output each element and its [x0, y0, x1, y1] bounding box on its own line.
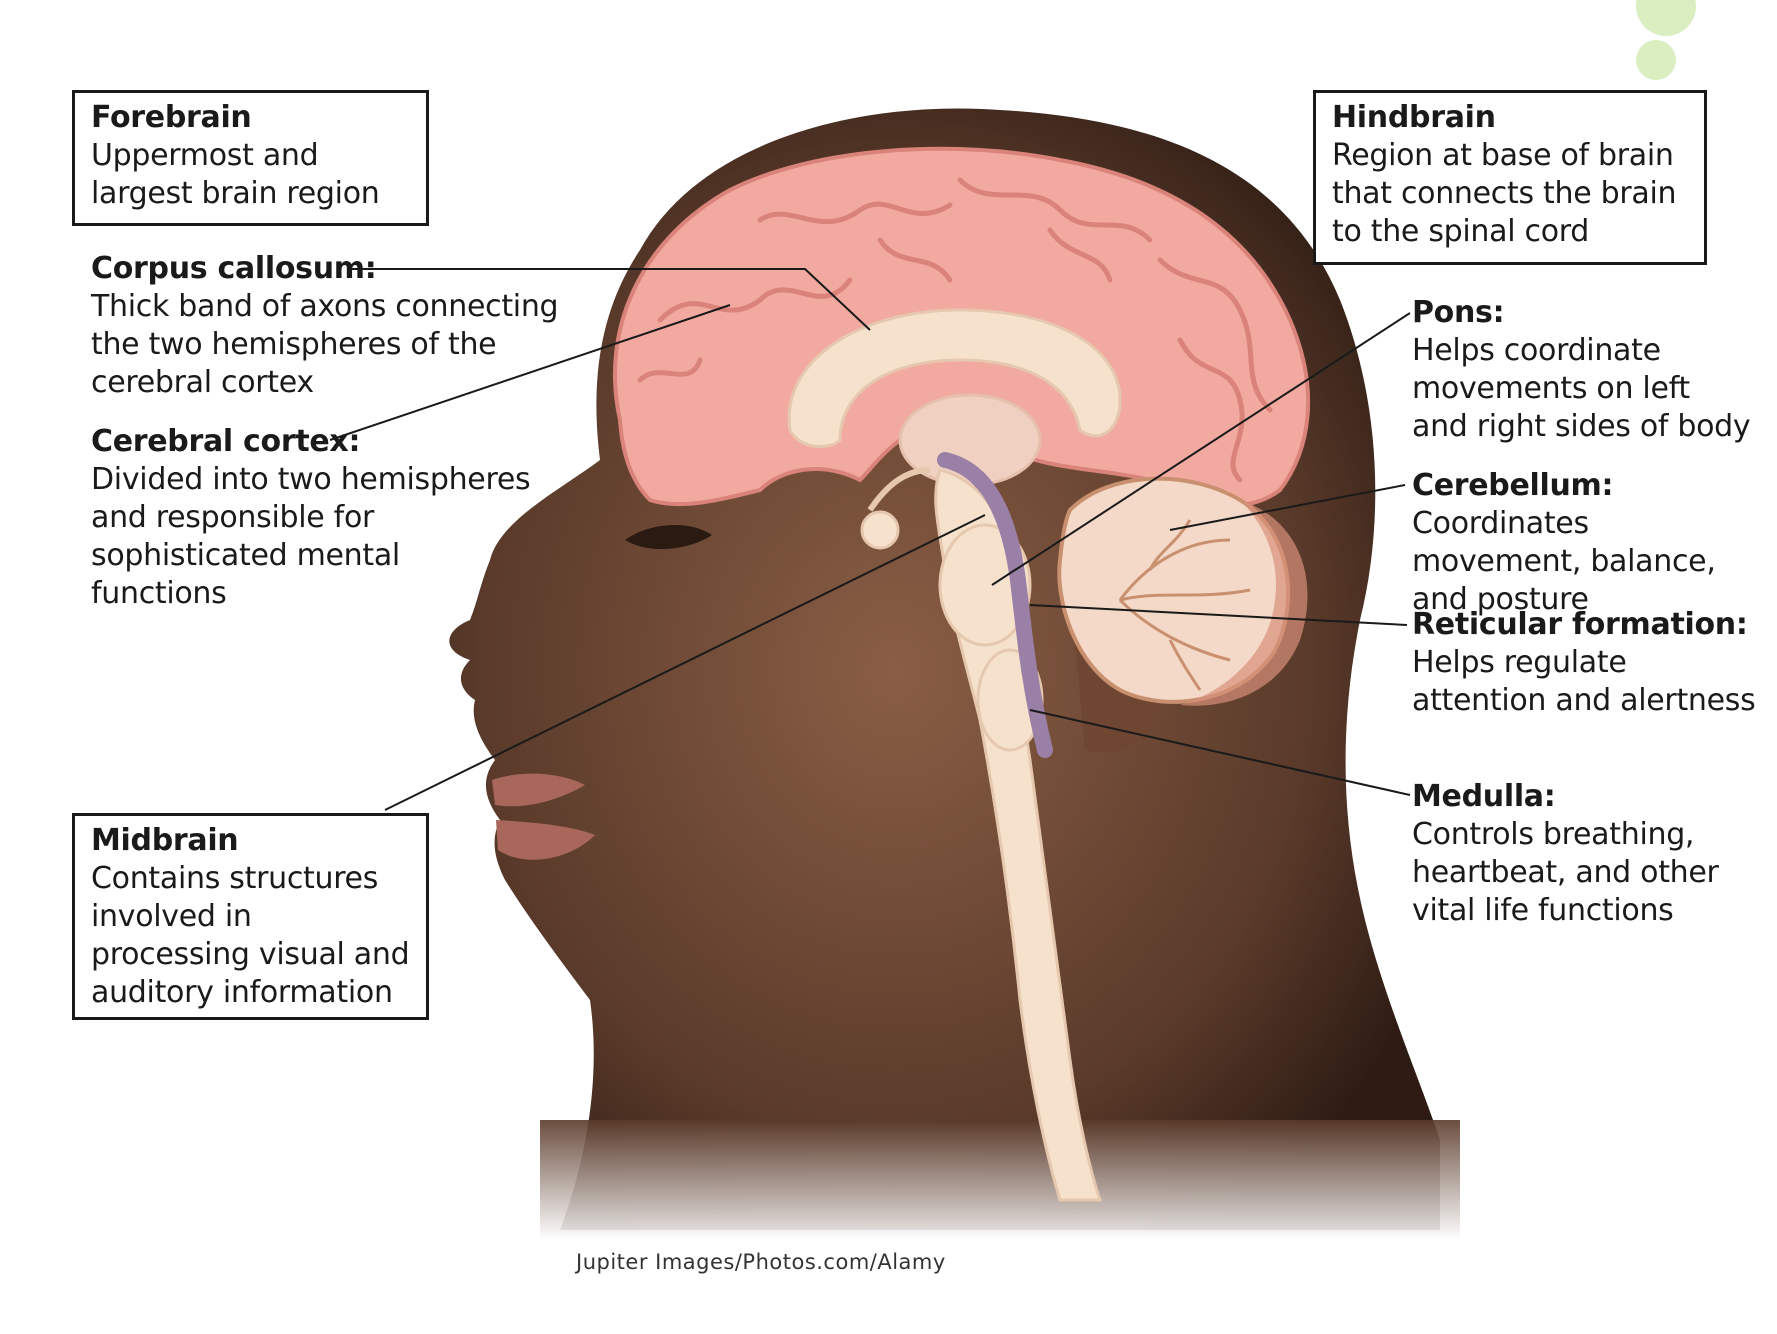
- decorative-dot: [1636, 40, 1676, 80]
- corpus-callosum-desc: Thick band of axons connecting the two h…: [91, 289, 559, 400]
- cerebral-cortex-label: Cerebral cortex: Divided into two hemisp…: [91, 423, 541, 613]
- reticular-formation-label: Reticular formation: Helps regulate atte…: [1412, 606, 1762, 720]
- leader-midbrain: [384, 514, 986, 811]
- reticular-formation-title: Reticular formation:: [1412, 607, 1748, 642]
- midbrain-title: Midbrain: [91, 823, 239, 858]
- cerebellum-title: Cerebellum:: [1412, 468, 1614, 503]
- leader-corpus-callosum: [352, 268, 871, 331]
- neck-fade: [540, 1120, 1460, 1240]
- corpus-callosum-shape: [787, 308, 1122, 449]
- leader-reticular-formation: [1029, 604, 1408, 626]
- corpus-callosum-title: Corpus callosum:: [91, 251, 377, 286]
- forebrain-desc: Uppermost and largest brain region: [91, 138, 380, 211]
- pons-label: Pons: Helps coordinate movements on left…: [1412, 294, 1752, 446]
- leader-pons: [991, 312, 1411, 586]
- leader-lines: [329, 268, 1411, 811]
- forebrain-title: Forebrain: [91, 100, 252, 135]
- corpus-callosum-label: Corpus callosum: Thick band of axons con…: [91, 250, 561, 402]
- hindbrain-desc: Region at base of brain that connects th…: [1332, 138, 1677, 249]
- midbrain-box: Midbrain Contains structures involved in…: [72, 813, 429, 1020]
- hindbrain-title: Hindbrain: [1332, 100, 1496, 135]
- lips: [492, 773, 595, 860]
- cerebellum-outer: [1180, 500, 1308, 706]
- decorative-dot: [1636, 0, 1696, 36]
- optic-stalk: [867, 467, 931, 512]
- pons-title: Pons:: [1412, 295, 1505, 330]
- eye: [625, 524, 712, 550]
- cerebral-cortex-desc: Divided into two hemispheres and respons…: [91, 462, 531, 611]
- leader-cerebral-cortex: [329, 304, 731, 441]
- medulla-desc: Controls breathing, heartbeat, and other…: [1412, 817, 1719, 928]
- medulla-label: Medulla: Controls breathing, heartbeat, …: [1412, 778, 1732, 930]
- leader-cerebellum: [1169, 484, 1406, 531]
- cerebral-cortex-title: Cerebral cortex:: [91, 424, 361, 459]
- reticular-formation-desc: Helps regulate attention and alertness: [1412, 645, 1756, 718]
- pituitary-shape: [860, 510, 900, 550]
- midbrain-desc: Contains structures involved in processi…: [91, 861, 410, 1010]
- cerebellum-desc: Coordinates movement, balance, and postu…: [1412, 506, 1716, 617]
- hindbrain-box: Hindbrain Region at base of brain that c…: [1313, 90, 1707, 265]
- cerebellum-label: Cerebellum: Coordinates movement, balanc…: [1412, 467, 1762, 619]
- medulla-title: Medulla:: [1412, 779, 1556, 814]
- leader-medulla: [1029, 709, 1411, 796]
- photo-credit: Jupiter Images/Photos.com/Alamy: [576, 1250, 946, 1274]
- cortex-folds: [637, 177, 1273, 483]
- forebrain-box: Forebrain Uppermost and largest brain re…: [72, 90, 429, 226]
- reticular-formation-shape: [937, 452, 1053, 758]
- pons-desc: Helps coordinate movements on left and r…: [1412, 333, 1751, 444]
